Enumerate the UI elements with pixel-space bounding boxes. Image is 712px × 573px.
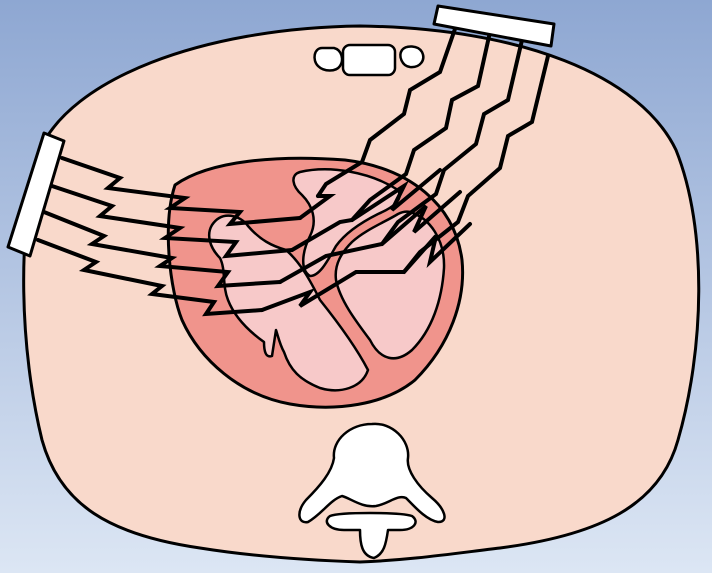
sternum-left-lobe: [315, 48, 342, 71]
sternum-right-lobe: [400, 46, 423, 67]
sternum-body: [343, 45, 395, 75]
